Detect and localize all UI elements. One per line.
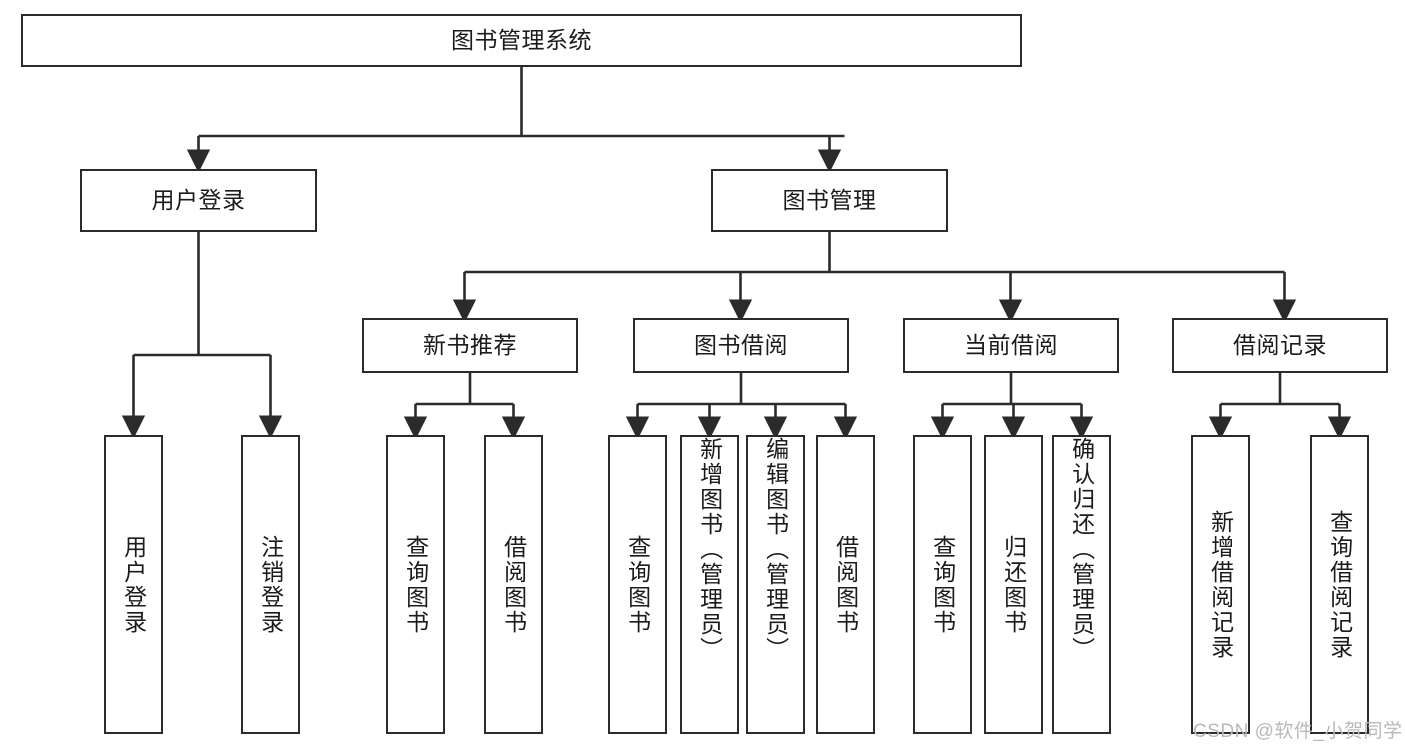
node-leaf-query-record[interactable]: 查询借阅记录 (1310, 435, 1369, 734)
node-leaf-confirm-return[interactable]: 确认归还（管理员） (1052, 435, 1111, 734)
node-leaf-borrow-book-label: 借阅图书 (832, 534, 859, 635)
node-book-management-label: 图书管理 (782, 186, 877, 213)
node-book-borrow-label: 图书借阅 (694, 331, 788, 358)
node-current-borrow-label: 当前借阅 (964, 331, 1058, 358)
node-leaf-query-book-borrow[interactable]: 查询图书 (608, 435, 667, 734)
node-leaf-user-login-label: 用户登录 (120, 534, 147, 635)
node-leaf-return-book-label: 归还图书 (1000, 534, 1027, 635)
node-leaf-query-record-label: 查询借阅记录 (1326, 509, 1353, 660)
node-leaf-query-book-borrow-label: 查询图书 (624, 534, 651, 635)
node-current-borrow[interactable]: 当前借阅 (903, 318, 1119, 373)
node-leaf-user-logout[interactable]: 注销登录 (241, 435, 300, 734)
node-leaf-edit-book-label: 编辑图书（管理员） (762, 437, 789, 662)
node-leaf-confirm-return-label: 确认归还（管理员） (1068, 437, 1095, 662)
node-leaf-add-book-label: 新增图书（管理员） (696, 437, 723, 662)
node-book-management[interactable]: 图书管理 (711, 169, 948, 232)
node-user-login[interactable]: 用户登录 (80, 169, 317, 232)
node-user-login-label: 用户登录 (151, 186, 246, 213)
node-new-book-recommend[interactable]: 新书推荐 (362, 318, 578, 373)
node-leaf-add-record-label: 新增借阅记录 (1207, 509, 1234, 660)
node-leaf-query-book-rec[interactable]: 查询图书 (386, 435, 445, 734)
node-leaf-borrow-book[interactable]: 借阅图书 (816, 435, 875, 734)
node-leaf-query-book-current-label: 查询图书 (929, 534, 956, 635)
node-new-book-recommend-label: 新书推荐 (423, 331, 517, 358)
csdn-watermark: CSDN @软件_小贺同学 (1193, 721, 1403, 742)
node-leaf-user-login[interactable]: 用户登录 (104, 435, 163, 734)
node-leaf-add-record[interactable]: 新增借阅记录 (1191, 435, 1250, 734)
node-leaf-return-book[interactable]: 归还图书 (984, 435, 1043, 734)
node-leaf-borrow-book-rec-label: 借阅图书 (500, 534, 527, 635)
node-root-label: 图书管理系统 (451, 26, 592, 53)
node-leaf-add-book[interactable]: 新增图书（管理员） (680, 435, 739, 734)
node-leaf-borrow-book-rec[interactable]: 借阅图书 (484, 435, 543, 734)
node-root[interactable]: 图书管理系统 (21, 14, 1022, 67)
node-leaf-query-book-rec-label: 查询图书 (402, 534, 429, 635)
node-borrow-records[interactable]: 借阅记录 (1172, 318, 1388, 373)
node-leaf-user-logout-label: 注销登录 (257, 534, 284, 635)
node-borrow-records-label: 借阅记录 (1233, 331, 1327, 358)
node-book-borrow[interactable]: 图书借阅 (633, 318, 849, 373)
node-leaf-query-book-current[interactable]: 查询图书 (913, 435, 972, 734)
node-leaf-edit-book[interactable]: 编辑图书（管理员） (746, 435, 805, 734)
